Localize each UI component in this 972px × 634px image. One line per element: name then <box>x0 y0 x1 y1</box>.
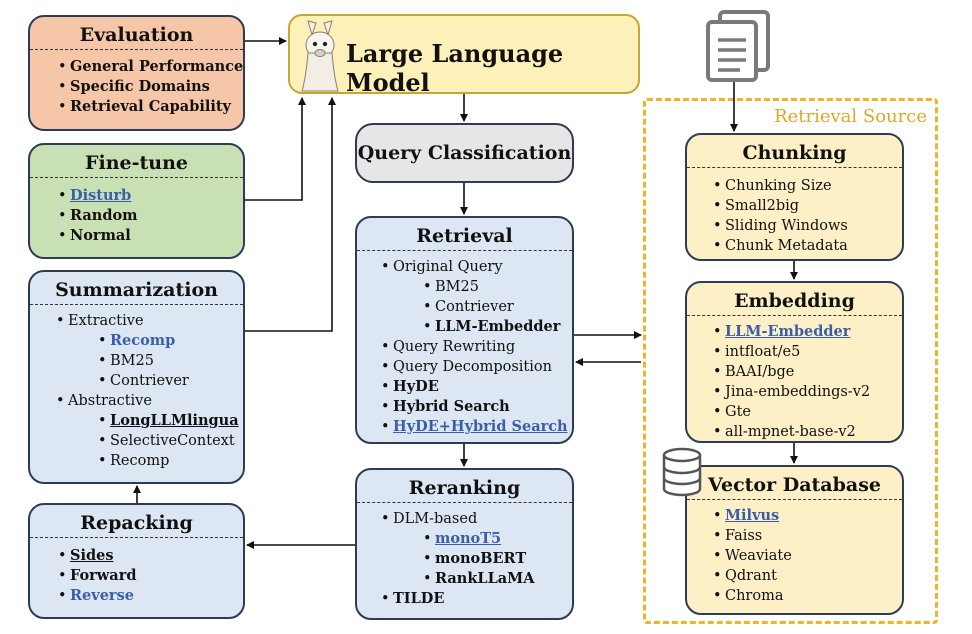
summarization-sub-item: •Contriever <box>98 373 189 389</box>
retrieval-item: •Query Rewriting <box>381 339 516 355</box>
embedding-item: •all-mpnet-base-v2 <box>713 424 856 440</box>
finetune-item: •Random <box>58 207 138 224</box>
vector-database-item: •Chroma <box>713 588 784 604</box>
summarization-title: Summarization <box>30 272 243 305</box>
evaluation-box: Evaluation •General Performance •Specifi… <box>28 15 245 131</box>
embedding-box: Embedding •LLM-Embedder •intfloat/e5 •BA… <box>685 281 904 443</box>
summarization-extractive: •Extractive <box>56 313 144 329</box>
embedding-item: •Gte <box>713 404 751 420</box>
query-classification-title: Query Classification <box>357 142 572 164</box>
reranking-sub-item: •monoT5 <box>423 530 502 547</box>
reranking-dlm: •DLM-based <box>381 511 478 527</box>
retrieval-source-label: Retrieval Source <box>774 106 927 127</box>
chunking-item: •Sliding Windows <box>713 218 848 234</box>
llama-icon <box>301 20 339 92</box>
embedding-item: •intfloat/e5 <box>713 344 801 360</box>
summarization-box: Summarization •Extractive •Recomp •BM25 … <box>28 270 245 484</box>
embedding-item: •BAAI/bge <box>713 364 795 380</box>
vector-database-title: Vector Database <box>687 467 902 500</box>
retrieval-item: •HyDE <box>381 378 439 395</box>
repacking-item: •Sides <box>58 547 114 564</box>
retrieval-sub-item: •BM25 <box>423 279 479 295</box>
finetune-item: •Disturb <box>58 187 132 204</box>
summarization-sub-item: •Recomp <box>98 453 170 469</box>
retrieval-sub-item: •Contriever <box>423 299 514 315</box>
retrieval-original-query: •Original Query <box>381 259 503 275</box>
summarization-sub-item: •LongLLMlingua <box>98 412 239 429</box>
chunking-item: •Chunk Metadata <box>713 238 848 254</box>
reranking-sub-item: •RankLLaMA <box>423 570 535 587</box>
reranking-title: Reranking <box>357 470 572 503</box>
chunking-item: •Chunking Size <box>713 178 832 194</box>
summarization-sub-item: •SelectiveContext <box>98 433 235 449</box>
repacking-item: •Reverse <box>58 587 134 604</box>
summarization-sub-item: •BM25 <box>98 353 154 369</box>
chunking-title: Chunking <box>687 135 902 168</box>
finetune-box: Fine-tune •Disturb •Random •Normal <box>28 143 245 259</box>
reranking-box: Reranking •DLM-based •monoT5 •monoBERT •… <box>355 468 574 620</box>
vector-database-item: •Weaviate <box>713 548 792 564</box>
retrieval-source-region: Retrieval Source <box>643 98 938 624</box>
retrieval-item: •HyDE+Hybrid Search <box>381 418 568 435</box>
embedding-item: •Jina-embeddings-v2 <box>713 384 871 400</box>
repacking-item: •Forward <box>58 567 137 584</box>
embedding-title: Embedding <box>687 283 902 316</box>
finetune-title: Fine-tune <box>30 145 243 178</box>
evaluation-item: •General Performance <box>58 58 244 75</box>
repacking-title: Repacking <box>30 505 243 538</box>
vector-database-item: •Milvus <box>713 507 780 524</box>
finetune-item: •Normal <box>58 227 131 244</box>
repacking-box: Repacking •Sides •Forward •Reverse <box>28 503 245 619</box>
retrieval-item: •Hybrid Search <box>381 398 510 415</box>
vector-database-box: Vector Database •Milvus •Faiss •Weaviate… <box>685 465 904 615</box>
retrieval-title: Retrieval <box>357 218 572 251</box>
retrieval-box: Retrieval •Original Query •BM25 •Contrie… <box>355 216 574 444</box>
database-icon <box>662 447 702 497</box>
reranking-tilde: •TILDE <box>381 590 445 607</box>
llm-title: Large Language Model <box>346 39 564 97</box>
chunking-item: •Small2big <box>713 198 800 214</box>
query-classification-box: Query Classification <box>355 123 574 183</box>
vector-database-item: •Faiss <box>713 528 763 544</box>
evaluation-title: Evaluation <box>30 17 243 50</box>
documents-icon <box>706 10 770 82</box>
summarization-sub-item: •Recomp <box>98 332 176 349</box>
retrieval-sub-item: •LLM-Embedder <box>423 318 561 335</box>
evaluation-item: •Specific Domains <box>58 78 210 95</box>
reranking-sub-item: •monoBERT <box>423 550 527 567</box>
llm-box: Large Language Model <box>288 14 640 97</box>
evaluation-item: •Retrieval Capability <box>58 98 231 115</box>
summarization-abstractive: •Abstractive <box>56 393 152 409</box>
chunking-box: Chunking •Chunking Size •Small2big •Slid… <box>685 133 904 261</box>
retrieval-item: •Query Decomposition <box>381 359 552 375</box>
embedding-item: •LLM-Embedder <box>713 323 851 340</box>
vector-database-item: •Qdrant <box>713 568 777 584</box>
